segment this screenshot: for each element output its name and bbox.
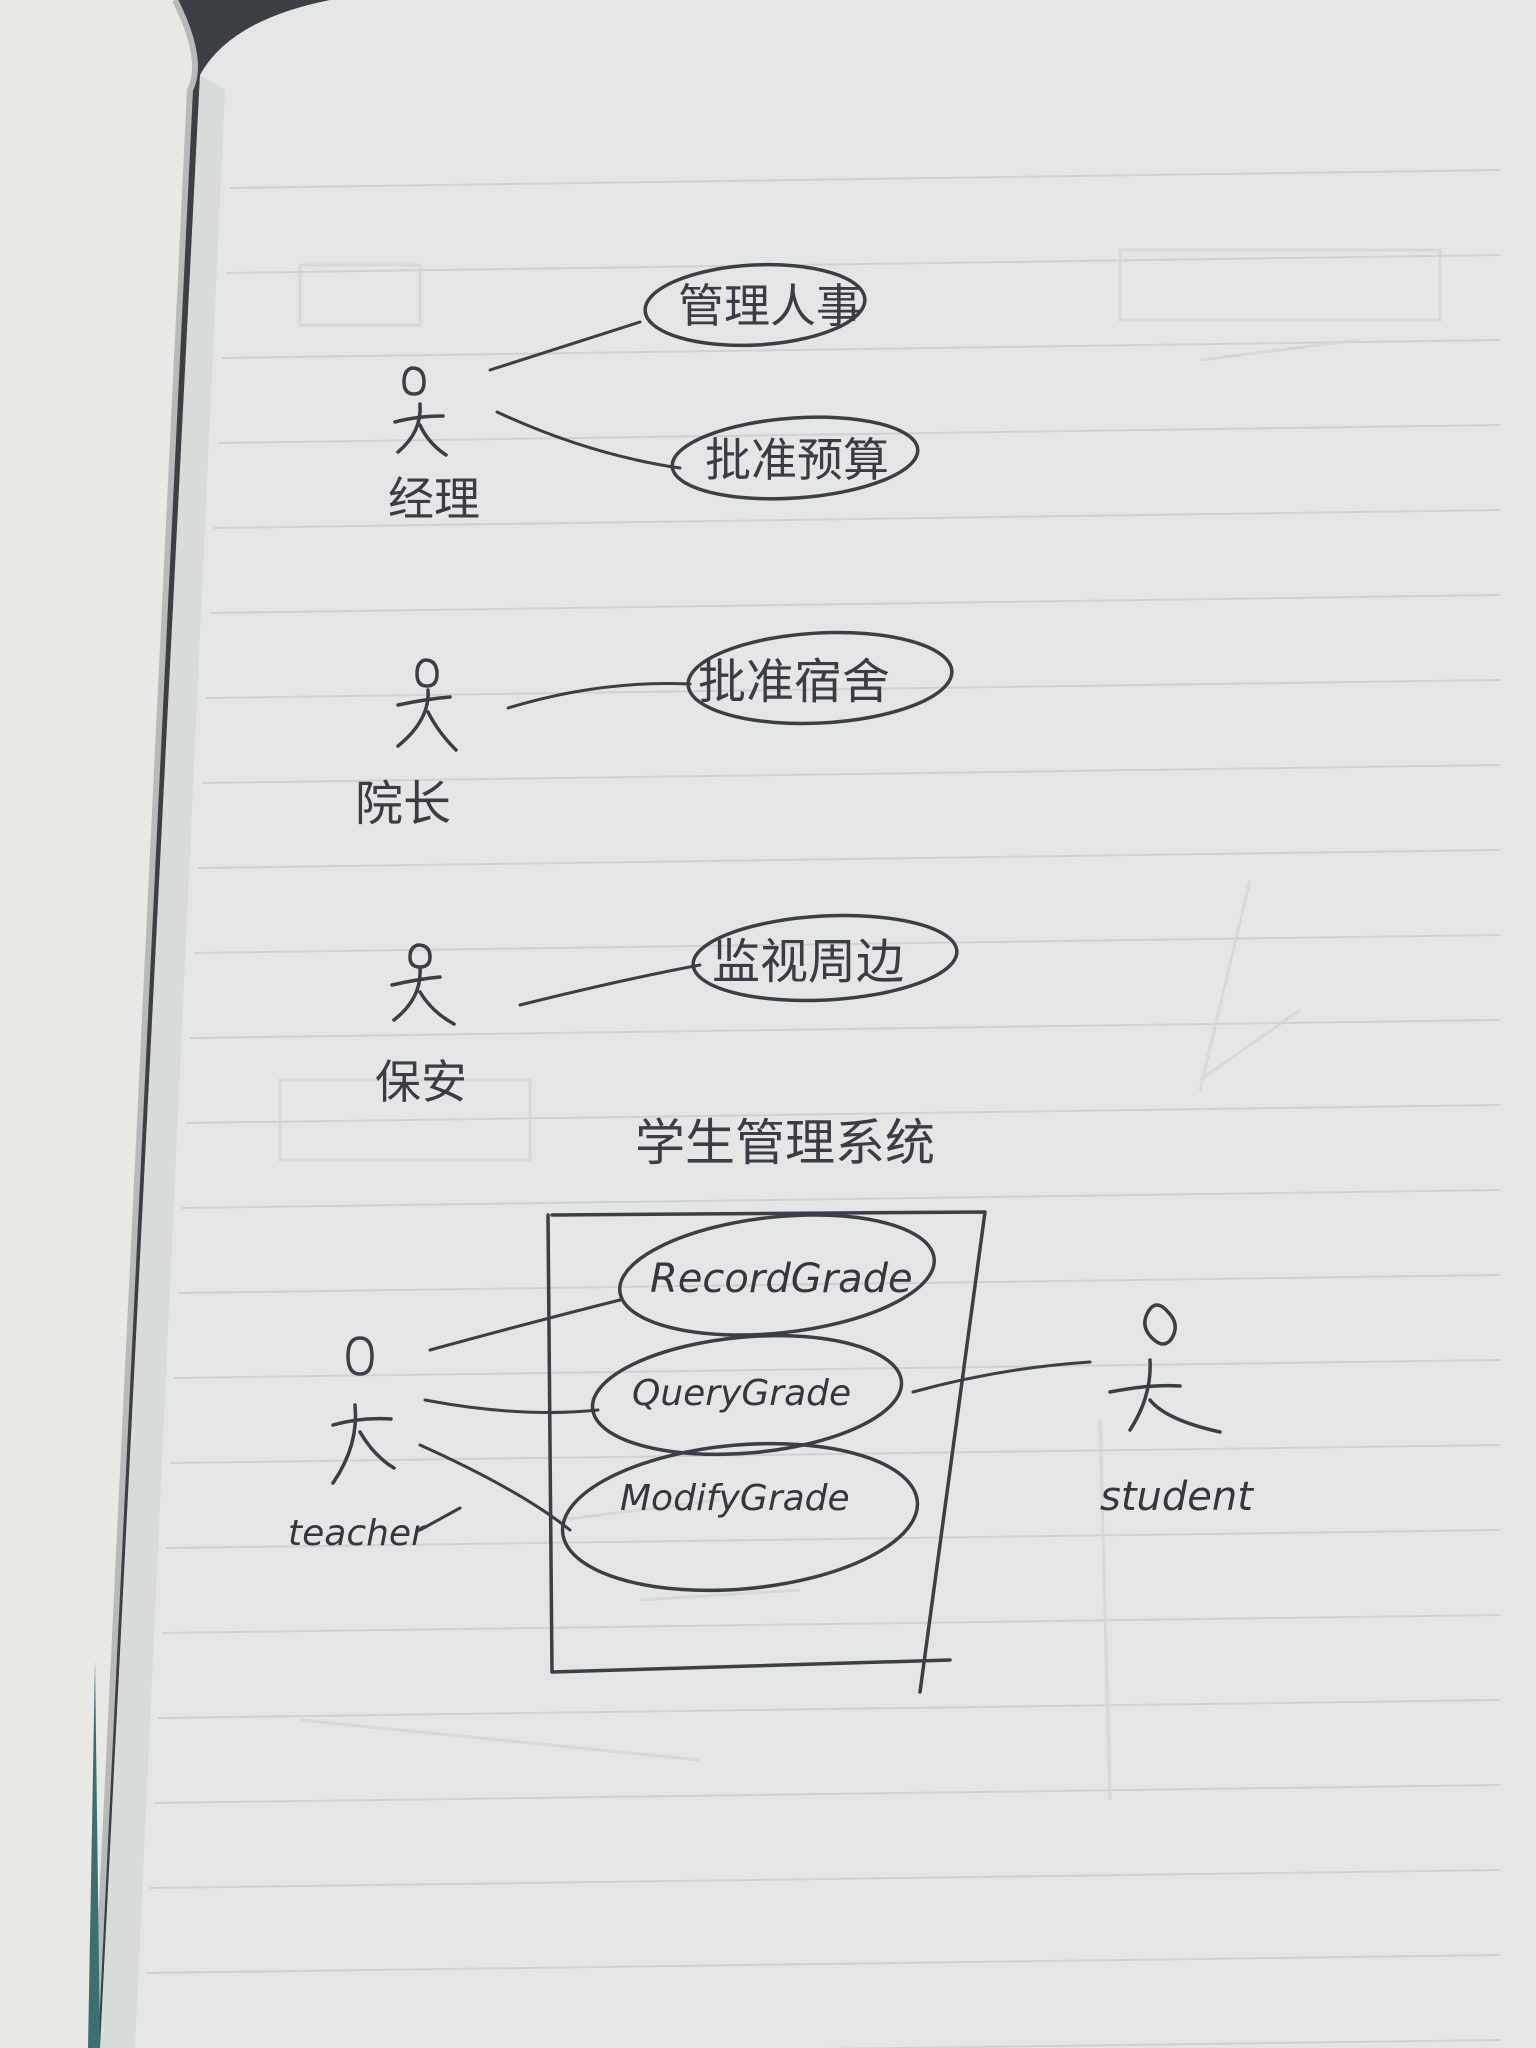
teacher-underline: [418, 1506, 462, 1532]
ruled-line: [153, 1784, 1501, 1804]
association-line: [488, 320, 682, 470]
use-case-modify-grade: ModifyGrade: [560, 1441, 920, 1593]
actor-manager-figure: [393, 366, 448, 457]
left-page: [0, 0, 195, 2048]
ruled-line: [165, 1529, 1501, 1549]
ruled-line: [157, 1699, 1501, 1719]
right-page: [100, 0, 1536, 2048]
ruled-line: [169, 1444, 1501, 1464]
ruled-line: [229, 169, 1501, 189]
ruled-lines: [145, 169, 1501, 2048]
use-case-record-grade: RecordGrade: [617, 1213, 937, 1337]
actor-label-dean: 院长: [355, 776, 451, 832]
association-line: [518, 963, 702, 1007]
association-line: [418, 1298, 622, 1532]
ruled-line: [181, 1189, 1501, 1209]
use-case-approve-dorm: 批准宿舍: [686, 630, 954, 726]
use-case-manage-personnel: 管理人事: [643, 262, 867, 348]
page-shadow: [100, 75, 225, 2048]
ruled-line: [225, 254, 1501, 274]
left-page-edge: [92, 0, 198, 2048]
svg-text:管理人事: 管理人事: [678, 279, 862, 333]
actor-dean-figure: [396, 658, 458, 752]
use-case-query-grade: QueryGrade: [590, 1333, 904, 1457]
ruled-line: [201, 764, 1501, 784]
svg-text:RecordGrade: RecordGrade: [650, 1256, 913, 1302]
use-case-approve-budget: 批准预算: [670, 415, 920, 501]
actor-label-teacher: teacher: [288, 1513, 428, 1554]
ruled-line: [149, 1869, 1501, 1889]
association-line: [506, 682, 692, 710]
actor-label-student: student: [1100, 1474, 1254, 1520]
system-boundary: [546, 1210, 987, 1694]
ruled-line: [205, 679, 1501, 699]
bleed-through-marks: [278, 248, 1442, 1801]
ruled-line: [145, 1954, 1501, 1974]
ruled-line: [177, 1274, 1501, 1294]
ruled-line: [209, 594, 1501, 614]
svg-text:ModifyGrade: ModifyGrade: [620, 1478, 850, 1519]
association-line: [911, 1360, 1092, 1394]
use-case-monitor-perimeter: 监视周边: [691, 913, 959, 1003]
ruled-line: [161, 1614, 1501, 1634]
ruled-line: [213, 509, 1501, 529]
actor-label-manager: 经理: [388, 472, 480, 526]
ruled-line: [197, 849, 1501, 869]
ruled-line: [185, 1104, 1501, 1124]
svg-text:监视周边: 监视周边: [712, 934, 904, 990]
svg-text:QueryGrade: QueryGrade: [632, 1373, 851, 1414]
ruled-line: [221, 339, 1501, 359]
svg-text:批准预算: 批准预算: [705, 433, 889, 487]
svg-text:批准宿舍: 批准宿舍: [698, 654, 890, 710]
cover-edge: [88, 1660, 100, 2048]
actor-label-security: 保安: [375, 1055, 467, 1109]
ruled-line: [217, 424, 1501, 444]
actor-teacher-figure: [331, 1336, 396, 1485]
ruled-line: [820, 2039, 1501, 2048]
system-title: 学生管理系统: [635, 1114, 935, 1172]
actor-student-figure: [1108, 1303, 1222, 1434]
ruled-line: [173, 1359, 1501, 1379]
actor-security-figure: [390, 943, 456, 1026]
